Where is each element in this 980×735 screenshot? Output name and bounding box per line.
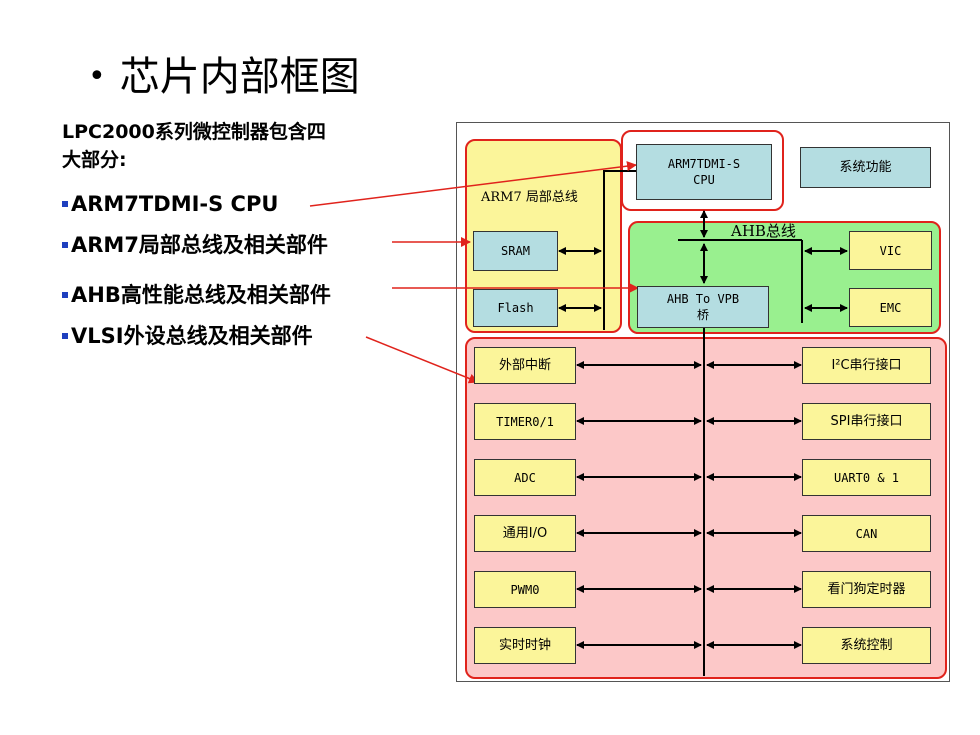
- arm7-bus-label: ARM7 局部总线: [481, 190, 578, 205]
- bullet-dot: •: [88, 59, 106, 94]
- list-item-arm7-bus: ARM7局部总线及相关部件: [62, 229, 328, 259]
- cpu-block-line1: ARM7TDMI-S: [667, 157, 741, 171]
- list-item-ahb-bus: AHB高性能总线及相关部件: [62, 279, 331, 309]
- flash-block: Flash: [473, 289, 558, 327]
- list-item-label: AHB高性能总线及相关部件: [71, 283, 331, 307]
- peripheral-external-interrupt: 外部中断: [474, 347, 576, 384]
- slide-title: • 芯片内部框图: [88, 44, 360, 102]
- sram-block: SRAM: [473, 231, 558, 271]
- intro-line-2: 大部分:: [62, 149, 127, 171]
- slide-title-text: 芯片内部框图: [119, 54, 360, 100]
- emc-block: EMC: [849, 288, 932, 327]
- vpb-bus-region: [465, 337, 947, 679]
- square-bullet-icon: [62, 201, 68, 207]
- vic-block: VIC: [849, 231, 932, 270]
- list-item-label: VLSI外设总线及相关部件: [71, 324, 313, 348]
- list-item-cpu: ARM7TDMI-S CPU: [62, 192, 278, 216]
- peripheral-timer: TIMER0/1: [474, 403, 576, 440]
- cpu-block-line2: CPU: [693, 173, 715, 187]
- peripheral-gpio: 通用I/O: [474, 515, 576, 552]
- intro-text: LPC2000系列微控制器包含四 大部分:: [62, 118, 326, 174]
- ahb-vpb-bridge-block: AHB To VPB 桥: [637, 286, 769, 328]
- bridge-line2: 桥: [696, 308, 709, 322]
- peripheral-watchdog: 看门狗定时器: [802, 571, 931, 608]
- block-diagram-frame: [456, 122, 950, 682]
- list-item-label: ARM7TDMI-S CPU: [71, 192, 279, 216]
- system-function-block: 系统功能: [800, 147, 931, 188]
- list-item-label: ARM7局部总线及相关部件: [71, 233, 328, 257]
- square-bullet-icon: [62, 292, 68, 298]
- peripheral-adc: ADC: [474, 459, 576, 496]
- peripheral-rtc: 实时时钟: [474, 627, 576, 664]
- peripheral-can: CAN: [802, 515, 931, 552]
- ahb-bus-label: AHB总线: [731, 222, 796, 240]
- peripheral-i2c: I²C串行接口: [802, 347, 931, 384]
- cpu-block: ARM7TDMI-S CPU: [636, 144, 772, 200]
- peripheral-uart: UART0 & 1: [802, 459, 931, 496]
- peripheral-pwm: PWM0: [474, 571, 576, 608]
- peripheral-spi: SPI串行接口: [802, 403, 931, 440]
- square-bullet-icon: [62, 333, 68, 339]
- peripheral-system-control: 系统控制: [802, 627, 931, 664]
- list-item-vlsi-bus: VLSI外设总线及相关部件: [62, 320, 313, 350]
- bridge-line1: AHB To VPB: [666, 292, 740, 306]
- intro-line-1: LPC2000系列微控制器包含四: [62, 121, 326, 143]
- square-bullet-icon: [62, 242, 68, 248]
